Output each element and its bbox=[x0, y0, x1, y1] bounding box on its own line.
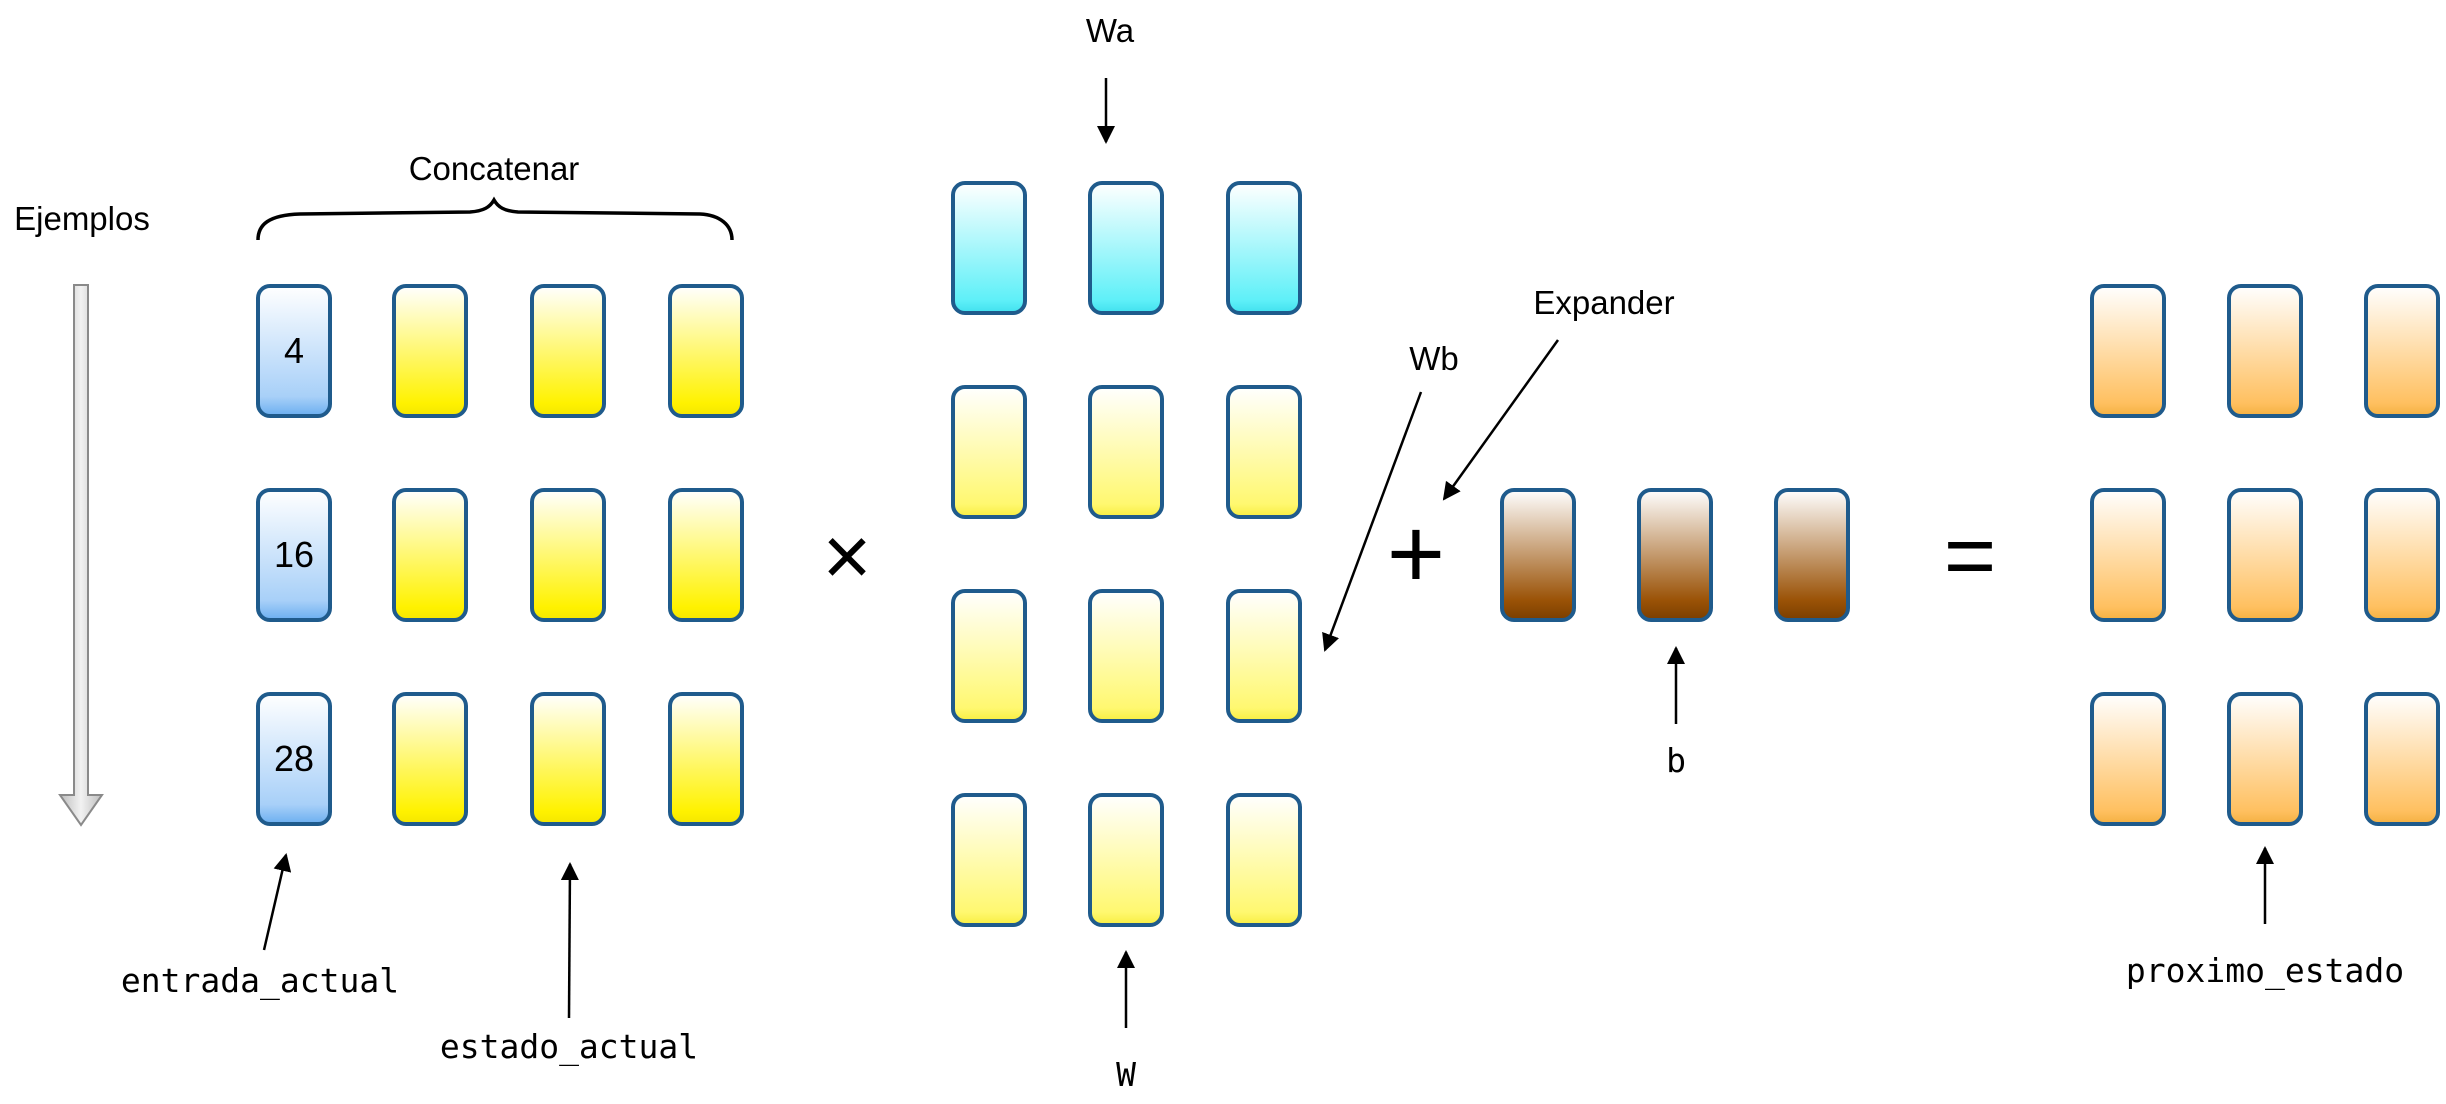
entrada-value: 4 bbox=[284, 330, 304, 371]
proximo-cell bbox=[2227, 488, 2303, 622]
concatenar-brace bbox=[256, 196, 734, 241]
proximo-cell bbox=[2090, 284, 2166, 418]
wb-cell bbox=[951, 589, 1027, 723]
estado-actual-label: estado_actual bbox=[440, 1027, 698, 1067]
wb-cell bbox=[1088, 589, 1164, 723]
b-cell bbox=[1774, 488, 1850, 622]
estado-cell bbox=[392, 488, 468, 622]
b-cell bbox=[1637, 488, 1713, 622]
b-cell bbox=[1500, 488, 1576, 622]
b-label: b bbox=[1666, 741, 1686, 780]
entrada-cell bbox=[256, 692, 332, 826]
w-label: W bbox=[1116, 1055, 1136, 1094]
estado-cell bbox=[392, 692, 468, 826]
proximo-cell bbox=[2364, 284, 2440, 418]
wb-cell bbox=[1226, 589, 1302, 723]
estado-cell bbox=[530, 284, 606, 418]
wb-cell bbox=[951, 385, 1027, 519]
examples-axis-arrow bbox=[58, 284, 104, 827]
wb-cell bbox=[1088, 793, 1164, 927]
concatenar-label: Concatenar bbox=[409, 150, 580, 187]
estado-actual-arrow bbox=[560, 862, 579, 1019]
estado-cell bbox=[668, 284, 744, 418]
entrada-value: 16 bbox=[274, 534, 314, 575]
entrada-column: 4 16 28 bbox=[256, 284, 332, 826]
wb-arrow bbox=[1322, 391, 1423, 652]
wb-cell bbox=[951, 793, 1027, 927]
weights-grid bbox=[951, 181, 1302, 927]
proximo-cell bbox=[2364, 692, 2440, 826]
wa-cell bbox=[1226, 181, 1302, 315]
wb-cell bbox=[1226, 793, 1302, 927]
expander-arrow bbox=[1442, 339, 1560, 501]
plus-operator: + bbox=[1387, 498, 1445, 610]
proximo-estado-label: proximo_estado bbox=[2126, 951, 2404, 991]
wb-cell bbox=[1088, 385, 1164, 519]
ejemplos-label: Ejemplos bbox=[14, 200, 150, 237]
wa-cell bbox=[1088, 181, 1164, 315]
estado-cell bbox=[530, 692, 606, 826]
proximo-grid bbox=[2090, 284, 2440, 826]
wa-cell bbox=[951, 181, 1027, 315]
entrada-cell bbox=[256, 488, 332, 622]
estado-cell bbox=[392, 284, 468, 418]
estado-cell bbox=[668, 488, 744, 622]
wa-label: Wa bbox=[1086, 12, 1135, 49]
entrada-cell bbox=[256, 284, 332, 418]
proximo-cell bbox=[2227, 284, 2303, 418]
expander-label: Expander bbox=[1533, 284, 1674, 321]
wb-cell bbox=[1226, 385, 1302, 519]
entrada-value: 28 bbox=[274, 738, 314, 779]
estado-grid bbox=[392, 284, 744, 826]
estado-cell bbox=[530, 488, 606, 622]
proximo-cell bbox=[2090, 692, 2166, 826]
entrada-actual-label: entrada_actual bbox=[121, 961, 399, 1001]
wb-label: Wb bbox=[1409, 340, 1459, 377]
bias-row bbox=[1500, 488, 1850, 622]
estado-cell bbox=[668, 692, 744, 826]
proximo-cell bbox=[2364, 488, 2440, 622]
equals-operator: = bbox=[1944, 506, 1997, 606]
multiply-operator: × bbox=[822, 509, 871, 603]
entrada-actual-arrow bbox=[262, 853, 292, 951]
proximo-cell bbox=[2090, 488, 2166, 622]
proximo-cell bbox=[2227, 692, 2303, 826]
